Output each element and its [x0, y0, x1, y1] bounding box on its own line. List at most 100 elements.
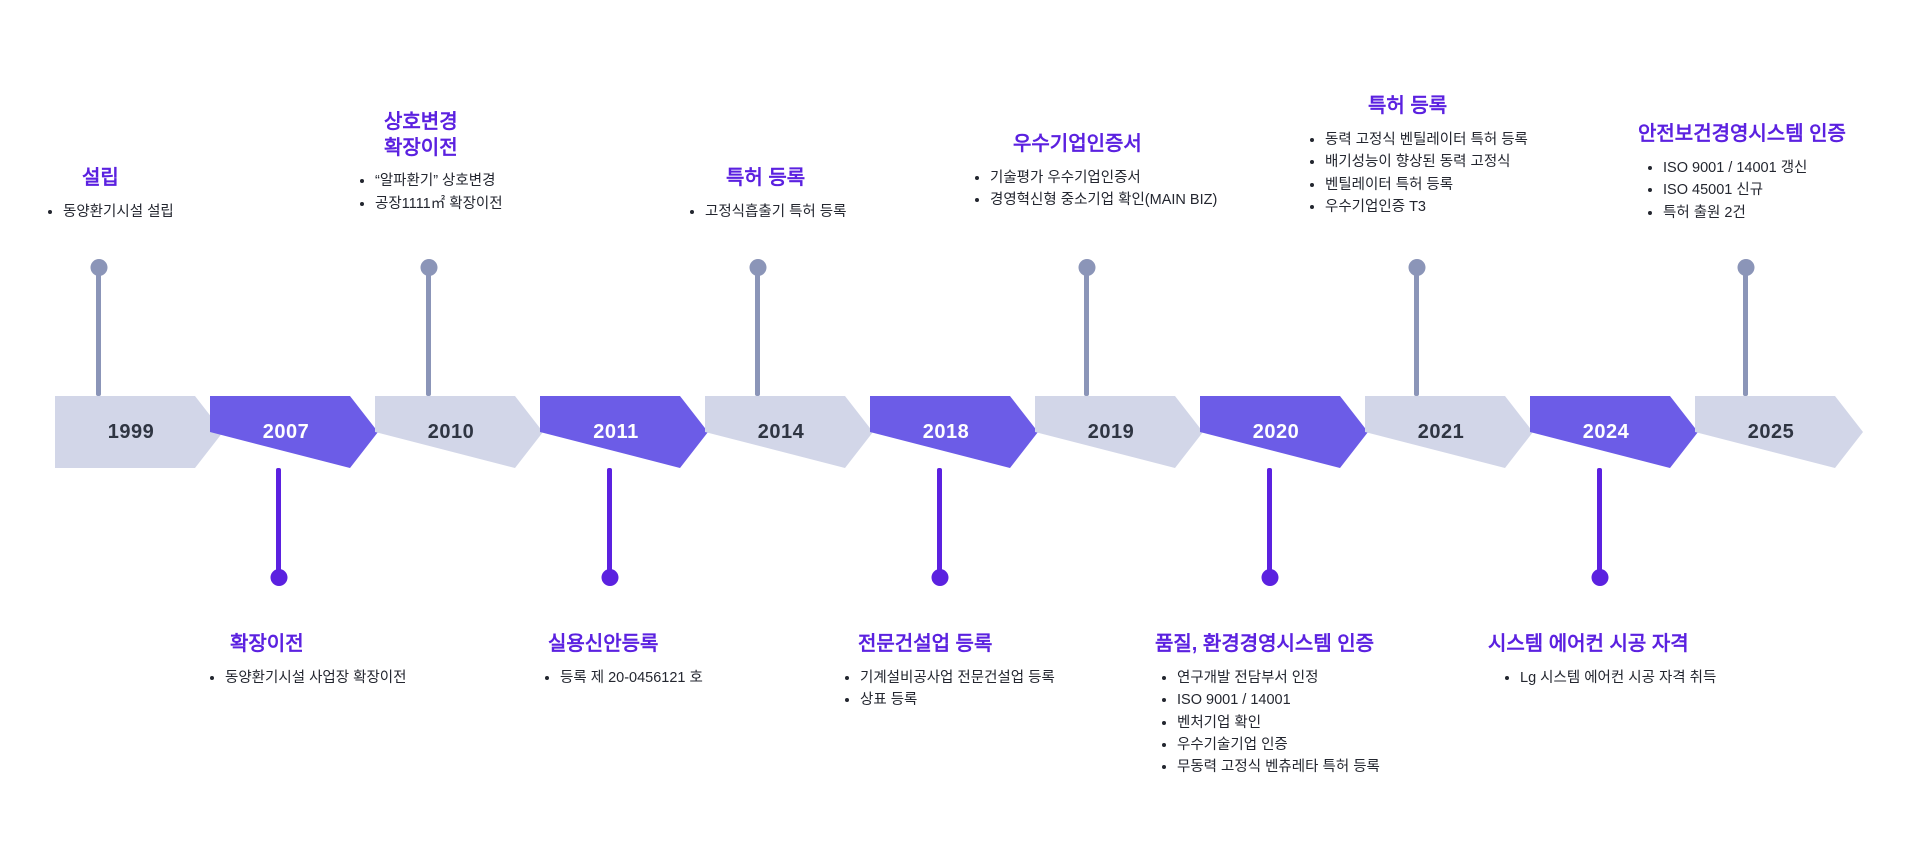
year-label: 2025: [1747, 420, 1795, 443]
stem-down-2024: [1591, 468, 1608, 586]
callout-list: 기술평가 우수기업인증서 경영혁신형 중소기업 확인(MAIN BIZ): [975, 167, 1275, 212]
callout-title: 특허 등록: [1368, 95, 1448, 117]
year-chevron-2019[interactable]: 2019: [1035, 396, 1203, 468]
year-label: 2018: [922, 420, 970, 443]
year-label: 2010: [427, 420, 475, 443]
stem-dot: [1408, 259, 1425, 276]
stem-dot: [1261, 569, 1278, 586]
list-item: 등록 제 20-0456121 호: [545, 667, 800, 689]
callout-title: 상호변경 확장이전: [384, 111, 458, 159]
callout-list: 등록 제 20-0456121 호: [520, 667, 800, 689]
year-label: 2019: [1087, 420, 1135, 443]
callout-above-1999: 설립 동양환기시설 설립: [0, 166, 210, 223]
callout-title: 특허 등록: [726, 167, 806, 189]
stem-dot: [90, 259, 107, 276]
year-label: 2014: [757, 420, 805, 443]
list-item: 공장1111㎡ 확장이전: [360, 193, 590, 215]
list-item: ISO 9001 / 14001 갱신: [1648, 157, 1920, 179]
year-chevron-2011[interactable]: 2011: [540, 396, 708, 468]
callout-list: 동양환기시설 설립: [0, 201, 210, 223]
list-item: 기계설비공사업 전문건설업 등록: [845, 667, 1145, 689]
callout-above-2019: 우수기업인증서 기술평가 우수기업인증서 경영혁신형 중소기업 확인(MAIN …: [975, 132, 1275, 212]
callout-list: 동양환기시설 사업장 확장이전: [185, 667, 485, 689]
list-item: 특허 출원 2건: [1648, 202, 1920, 224]
year-label: 2011: [593, 420, 639, 443]
stem-down-2018: [931, 468, 948, 586]
stem-up-1999: [90, 259, 107, 396]
callout-title: 확장이전: [230, 633, 304, 655]
callout-below-2018: 전문건설업 등록 기계설비공사업 전문건설업 등록 상표 등록: [845, 632, 1145, 712]
callout-title: 설립: [82, 167, 119, 189]
stem-up-2025: [1737, 259, 1754, 396]
list-item: Lg 시스템 에어컨 시공 자격 취득: [1505, 667, 1800, 689]
year-chevron-band: 1999 2007 2010 2011 2014 2018 2019 2020 …: [0, 396, 1920, 468]
stem-up-2021: [1408, 259, 1425, 396]
stem-dot: [1591, 569, 1608, 586]
callout-list: Lg 시스템 에어컨 시공 자격 취득: [1480, 667, 1800, 689]
list-item-continued: 벤틸레이터 특허 등록: [1310, 174, 1600, 196]
list-item: 우수기업인증 T3: [1310, 196, 1600, 218]
list-item: 배기성능이 향상된 동력 고정식: [1310, 151, 1600, 173]
callout-title: 안전보건경영시스템 인증: [1638, 123, 1846, 145]
stem-down-2011: [601, 468, 618, 586]
stem-dot: [601, 569, 618, 586]
year-chevron-2014[interactable]: 2014: [705, 396, 873, 468]
list-item: ISO 9001 / 14001: [1162, 689, 1470, 711]
stem-dot: [749, 259, 766, 276]
list-item: 무동력 고정식 벤츄레타 특허 등록: [1162, 756, 1470, 778]
list-item: 우수기술기업 인증: [1162, 734, 1470, 756]
callout-title: 전문건설업 등록: [858, 633, 993, 655]
year-label: 2020: [1252, 420, 1300, 443]
callout-above-2014: 특허 등록 고정식흡출기 특허 등록: [690, 166, 950, 223]
callout-above-2021: 특허 등록 동력 고정식 벤틸레이터 특허 등록 배기성능이 향상된 동력 고정…: [1310, 94, 1600, 218]
stem-dot: [931, 569, 948, 586]
callout-list: 고정식흡출기 특허 등록: [690, 201, 950, 223]
callout-list: “알파환기” 상호변경 공장1111㎡ 확장이전: [360, 170, 590, 215]
year-chevron-2024[interactable]: 2024: [1530, 396, 1698, 468]
callout-above-2010: 상호변경 확장이전 “알파환기” 상호변경 공장1111㎡ 확장이전: [360, 110, 590, 215]
callout-list: 연구개발 전담부서 인정 ISO 9001 / 14001 벤처기업 확인 우수…: [1150, 667, 1470, 779]
list-item: “알파환기” 상호변경: [360, 170, 590, 192]
year-chevron-2020[interactable]: 2020: [1200, 396, 1368, 468]
year-label: 1999: [107, 420, 155, 443]
callout-list: ISO 9001 / 14001 갱신 ISO 45001 신규 특허 출원 2…: [1630, 157, 1920, 224]
year-chevron-2021[interactable]: 2021: [1365, 396, 1533, 468]
stem-up-2014: [749, 259, 766, 396]
list-item: 벤처기업 확인: [1162, 712, 1470, 734]
year-chevron-2018[interactable]: 2018: [870, 396, 1038, 468]
list-item: 경영혁신형 중소기업 확인(MAIN BIZ): [975, 189, 1275, 211]
callout-title: 실용신안등록: [548, 633, 659, 655]
year-label: 2024: [1582, 420, 1630, 443]
year-chevron-1999[interactable]: 1999: [55, 396, 223, 468]
callout-below-2024: 시스템 에어컨 시공 자격 Lg 시스템 에어컨 시공 자격 취득: [1480, 632, 1800, 689]
year-chevron-2007[interactable]: 2007: [210, 396, 378, 468]
list-item: 동양환기시설 설립: [48, 201, 210, 223]
stem-up-2019: [1078, 259, 1095, 396]
list-item: 동력 고정식 벤틸레이터 특허 등록: [1310, 129, 1600, 151]
stem-dot: [270, 569, 287, 586]
stem-dot: [1078, 259, 1095, 276]
list-item: 기술평가 우수기업인증서: [975, 167, 1275, 189]
list-item: 동양환기시설 사업장 확장이전: [210, 667, 485, 689]
stem-down-2020: [1261, 468, 1278, 586]
callout-list: 동력 고정식 벤틸레이터 특허 등록 배기성능이 향상된 동력 고정식 벤틸레이…: [1310, 129, 1600, 219]
stem-down-2007: [270, 468, 287, 586]
callout-below-2007: 확장이전 동양환기시설 사업장 확장이전: [185, 632, 485, 689]
list-item: 고정식흡출기 특허 등록: [690, 201, 950, 223]
year-chevron-2010[interactable]: 2010: [375, 396, 543, 468]
stem-dot: [420, 259, 437, 276]
year-label: 2007: [262, 420, 310, 443]
callout-list: 기계설비공사업 전문건설업 등록 상표 등록: [845, 667, 1145, 712]
callout-above-2025: 안전보건경영시스템 인증 ISO 9001 / 14001 갱신 ISO 450…: [1630, 122, 1920, 224]
list-item: ISO 45001 신규: [1648, 179, 1920, 201]
callout-title: 품질, 환경경영시스템 인증: [1155, 633, 1375, 655]
year-chevron-2025[interactable]: 2025: [1695, 396, 1863, 468]
list-item: 상표 등록: [845, 689, 1145, 711]
list-item: 연구개발 전담부서 인정: [1162, 667, 1470, 689]
callout-below-2011: 실용신안등록 등록 제 20-0456121 호: [520, 632, 800, 689]
callout-below-2020: 품질, 환경경영시스템 인증 연구개발 전담부서 인정 ISO 9001 / 1…: [1150, 632, 1470, 779]
year-label: 2021: [1417, 420, 1465, 443]
callout-title: 우수기업인증서: [1013, 133, 1142, 155]
stem-up-2010: [420, 259, 437, 396]
